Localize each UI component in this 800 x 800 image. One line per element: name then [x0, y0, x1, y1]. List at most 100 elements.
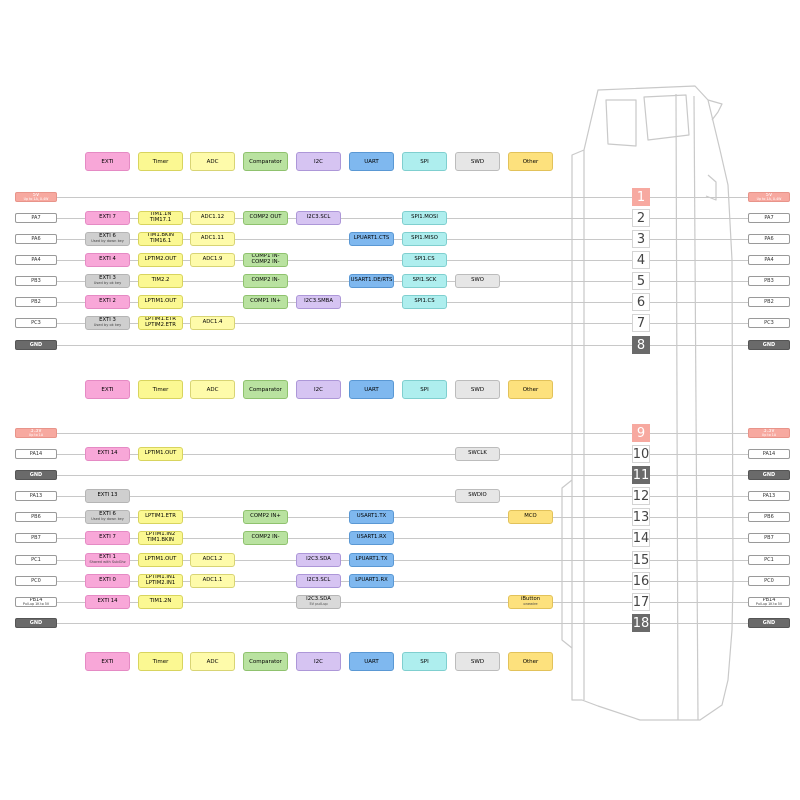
- pin-number-14: 14: [632, 529, 650, 547]
- pin-number-8: 8: [632, 336, 650, 354]
- pin-name: PC1: [764, 556, 774, 563]
- function-adc: ADC1.12: [190, 211, 235, 225]
- pin-label-right: PB2: [748, 297, 790, 307]
- function-swd: SWDIO: [455, 489, 500, 503]
- pin-line: [57, 538, 748, 539]
- pin-label-right: PC1: [748, 555, 790, 565]
- legend-label: Timer: [152, 658, 169, 665]
- function-label: SPI1.CS: [414, 256, 435, 263]
- function-label: SWCLK: [468, 450, 487, 457]
- function-label: USART1.DE/RTS: [350, 277, 393, 284]
- pin-number-5: 5: [632, 272, 650, 290]
- legend-uart: UART: [349, 380, 394, 399]
- function-spi: SPI1.CS: [402, 295, 447, 309]
- pin-label-left: PA4: [15, 255, 57, 265]
- pin-label-left: GND: [15, 470, 57, 480]
- pin-number-text: 10: [632, 446, 650, 462]
- function-label: EXTI 0: [99, 577, 116, 584]
- function-label: EXTI 6: [99, 510, 116, 517]
- function-label: EXTI 13: [97, 492, 118, 499]
- function-label: LPTIM1.OUT: [144, 298, 177, 305]
- pin-name: PA4: [764, 256, 774, 263]
- function-adc: ADC1.9: [190, 253, 235, 267]
- function-exti: EXTI 4: [85, 253, 130, 267]
- legend-label: Comparator: [249, 658, 282, 665]
- function-label: LPUART1.RX: [355, 577, 388, 584]
- function-label: ADC1.4: [202, 319, 223, 326]
- function-label: iButton: [520, 595, 541, 602]
- legend-comparator: Comparator: [243, 152, 288, 171]
- pin-label-right: GND: [748, 340, 790, 350]
- function-exti: EXTI 7: [85, 211, 130, 225]
- function-timer: TIM1.2N: [138, 595, 183, 609]
- legend-label: Other: [522, 386, 539, 393]
- function-label: TIM1.2N: [149, 598, 172, 605]
- function-label: LPTIM2.OUT: [144, 256, 177, 263]
- pin-line: [57, 197, 748, 198]
- function-uart: USART1.TX: [349, 510, 394, 524]
- pin-number-1: 1: [632, 188, 650, 206]
- pin-name: PA6: [764, 235, 774, 242]
- function-label: LPTIM1.OUT: [144, 556, 177, 563]
- function-label: I2C3.SCL: [306, 214, 331, 221]
- pin-label-left: PB6: [15, 512, 57, 522]
- pin-number-text: 2: [636, 210, 646, 226]
- legend-label: EXTI: [101, 386, 114, 393]
- pin-label-right: GND: [748, 618, 790, 628]
- function-label: USART1.RX: [356, 534, 387, 541]
- function-spi: SPI1.CS: [402, 253, 447, 267]
- pin-name: PB14: [29, 597, 43, 603]
- pin-number-2: 2: [632, 209, 650, 227]
- pin-name: PB7: [764, 534, 774, 541]
- pin-number-text: 15: [632, 552, 650, 568]
- function-label: LPTIM1.IN2: [145, 531, 176, 538]
- pin-label-left: PB3: [15, 276, 57, 286]
- pin-number-text: 16: [632, 573, 650, 589]
- function-label: EXTI 1: [99, 553, 116, 560]
- function-label: ADC1.1: [202, 577, 223, 584]
- function-note: Used by down key: [91, 517, 124, 522]
- function-timer: LPTIM1.OUT: [138, 553, 183, 567]
- function-label-2: TIM1.BKIN: [146, 537, 175, 543]
- function-comparator: COMP2 OUT: [243, 211, 288, 225]
- function-label: COMP2 OUT: [249, 214, 282, 221]
- pin-label-left: PA13: [15, 491, 57, 501]
- function-i2c: I2C3.SCL: [296, 211, 341, 225]
- pin-label-right: PB3: [748, 276, 790, 286]
- legend-label: ADC: [206, 158, 219, 165]
- pin-number-text: 12: [632, 488, 650, 504]
- function-label: ADC1.11: [200, 235, 225, 242]
- pin-label-left: PB2: [15, 297, 57, 307]
- function-label: EXTI 3: [99, 274, 116, 281]
- function-label: LPTIM1.IN1: [145, 574, 176, 581]
- legend-label: UART: [364, 386, 379, 393]
- function-other: MCO: [508, 510, 553, 524]
- function-label: LPUART1.CTS: [353, 235, 390, 242]
- function-exti: EXTI 7: [85, 531, 130, 545]
- pin-number-18: 18: [632, 614, 650, 632]
- pin-number-text: 5: [636, 273, 646, 289]
- pin-number-text: 1: [636, 189, 646, 205]
- legend-exti: EXTI: [85, 652, 130, 671]
- pin-label-left: PB7: [15, 533, 57, 543]
- pin-name: PA14: [29, 450, 43, 457]
- function-i2c: I2C3.SCL: [296, 574, 341, 588]
- function-label: SPI1.CS: [414, 298, 435, 305]
- pin-number-3: 3: [632, 230, 650, 248]
- pin-number-text: 9: [636, 425, 646, 441]
- pin-number-text: 13: [632, 509, 650, 525]
- pin-label-left: PC0: [15, 576, 57, 586]
- pin-line: [57, 433, 748, 434]
- function-uart: USART1.DE/RTS: [349, 274, 394, 288]
- function-timer: LPTIM1.OUT: [138, 447, 183, 461]
- function-label: COMP2 IN-: [251, 534, 280, 541]
- pin-line: [57, 475, 748, 476]
- legend-timer: Timer: [138, 380, 183, 399]
- legend-adc: ADC: [190, 380, 235, 399]
- legend-label: SPI: [420, 158, 429, 165]
